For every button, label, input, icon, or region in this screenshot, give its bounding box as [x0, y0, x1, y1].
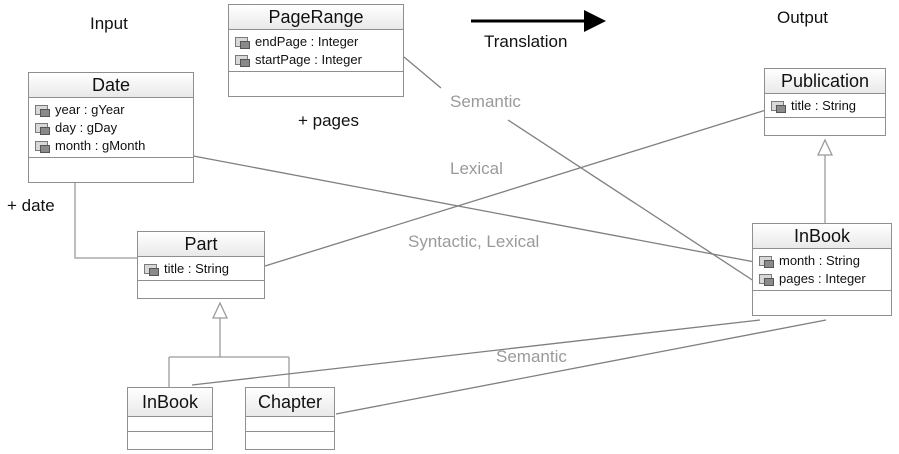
attribute-icon — [759, 255, 775, 268]
class-chapter-name: Chapter — [246, 388, 334, 417]
class-pagerange-name: PageRange — [229, 5, 403, 30]
class-publication-name: Publication — [765, 69, 885, 94]
attribute-icon — [235, 54, 251, 67]
attribute-icon — [144, 263, 160, 276]
attribute-pages-integer: pages : Integer — [759, 270, 887, 288]
attribute-year: year : gYear — [35, 101, 189, 119]
pagerange-semantic-link-b — [507, 119, 761, 286]
class-chapter-attributes — [246, 417, 334, 432]
attribute-startpage: startPage : Integer — [235, 51, 399, 69]
translation-label: Translation — [484, 32, 568, 51]
pagerange-semantic-link-a — [403, 56, 442, 89]
attribute-publication-title: title : String — [771, 97, 881, 115]
attribute-publication-title-text: title : String — [791, 98, 857, 113]
attribute-month: month : gMonth — [35, 137, 189, 155]
attribute-part-title-text: title : String — [164, 261, 230, 276]
publication-generalization-triangle — [816, 138, 834, 156]
chapter-semantic-link — [335, 319, 827, 415]
lexical-label: Lexical — [450, 159, 503, 178]
class-pagerange-attributes: endPage : Integer startPage : Integer — [229, 30, 403, 72]
class-pagerange[interactable]: PageRange endPage : Integer startPage : … — [228, 4, 404, 97]
class-inbook-output-name: InBook — [753, 224, 891, 249]
class-inbook-input-name: InBook — [128, 388, 212, 417]
attribute-startpage-text: startPage : Integer — [255, 52, 362, 67]
attribute-month-string: month : String — [759, 252, 887, 270]
class-date-attributes: year : gYear day : gDay month : gMonth — [29, 98, 193, 158]
attribute-icon — [771, 100, 787, 113]
class-part-attributes: title : String — [138, 257, 264, 281]
syntactic-lexical-label: Syntactic, Lexical — [408, 232, 540, 251]
class-publication-attributes: title : String — [765, 94, 885, 118]
class-inbook-output[interactable]: InBook month : String pages : Integer — [752, 223, 892, 316]
inbook-semantic-link — [191, 319, 761, 386]
class-inbook-output-attributes: month : String pages : Integer — [753, 249, 891, 291]
date-part-association — [74, 183, 137, 259]
class-date[interactable]: Date year : gYear day : gDay month : gMo… — [28, 72, 194, 183]
semantic-label-top: Semantic — [450, 92, 521, 111]
attribute-day-text: day : gDay — [55, 120, 118, 135]
part-generalization-triangle — [211, 301, 229, 319]
attribute-icon — [35, 104, 51, 117]
input-label: Input — [90, 14, 128, 33]
class-inbook-input[interactable]: InBook — [127, 387, 213, 450]
class-inbook-input-attributes — [128, 417, 212, 432]
attribute-year-text: year : gYear — [55, 102, 125, 117]
pages-role-label: + pages — [298, 111, 359, 130]
class-part-name: Part — [138, 232, 264, 257]
attribute-endpage: endPage : Integer — [235, 33, 399, 51]
semantic-label-bottom: Semantic — [496, 347, 567, 366]
translation-arrow-head — [584, 10, 606, 32]
attribute-icon — [759, 273, 775, 286]
date-role-label: + date — [7, 196, 55, 215]
attribute-part-title: title : String — [144, 260, 260, 278]
title-lexical-link — [264, 109, 767, 267]
class-part[interactable]: Part title : String — [137, 231, 265, 299]
month-syntactic-lexical-link — [187, 154, 761, 264]
attribute-icon — [235, 36, 251, 49]
attribute-icon — [35, 140, 51, 153]
attribute-endpage-text: endPage : Integer — [255, 34, 359, 49]
class-publication[interactable]: Publication title : String — [764, 68, 886, 136]
attribute-pages-integer-text: pages : Integer — [779, 271, 866, 286]
attribute-month-string-text: month : String — [779, 253, 860, 268]
attribute-icon — [35, 122, 51, 135]
class-date-name: Date — [29, 73, 193, 98]
output-label: Output — [777, 8, 829, 27]
attribute-day: day : gDay — [35, 119, 189, 137]
class-chapter[interactable]: Chapter — [245, 387, 335, 450]
attribute-month-text: month : gMonth — [55, 138, 146, 153]
